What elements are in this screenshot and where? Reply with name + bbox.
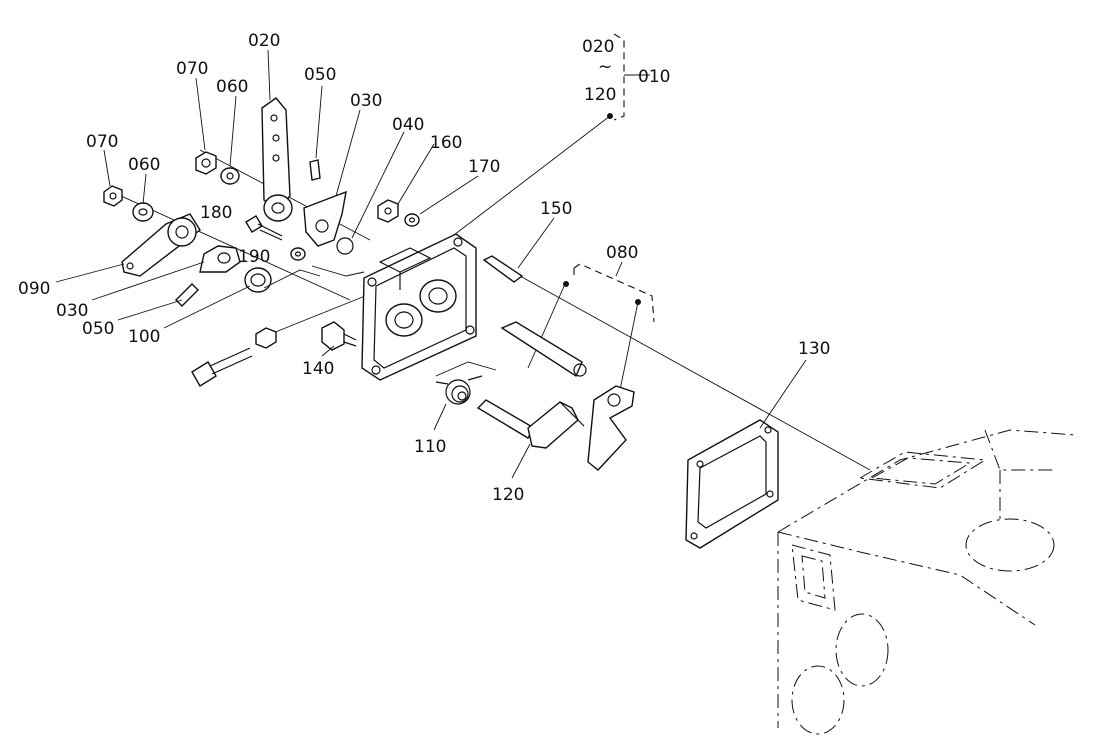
lever-030-lower: [199, 245, 241, 273]
leader-lines: [55, 49, 807, 479]
nut-070-lower: [103, 185, 123, 207]
nut-160: [377, 199, 399, 223]
label-030-upper: 030: [350, 91, 382, 111]
spring-110: [435, 375, 483, 405]
label-assembly-tilde: ~: [598, 57, 612, 77]
label-120: 120: [492, 485, 524, 505]
label-030-lower: 030: [56, 301, 88, 321]
bolt-140: [321, 321, 357, 351]
adjust-screw: [191, 327, 277, 387]
label-050-upper: 050: [304, 65, 336, 85]
label-070-lower: 070: [86, 132, 118, 152]
lever-030-upper: [303, 190, 347, 247]
lever-090: [121, 213, 201, 277]
label-060-lower: 060: [128, 155, 160, 175]
label-130: 130: [798, 339, 830, 359]
label-070-upper: 070: [176, 59, 208, 79]
callout-labels: 070 060 020 050 030 040 160 170 070 060 …: [18, 31, 830, 505]
label-100: 100: [128, 327, 160, 347]
label-090: 090: [18, 279, 50, 299]
label-050-lower: 050: [82, 319, 114, 339]
label-080: 080: [606, 243, 638, 263]
label-160: 160: [430, 133, 462, 153]
assembly-010-bracket: [607, 33, 650, 121]
shaft-120: [476, 399, 585, 449]
governor-cover: [361, 233, 477, 381]
washer-190: [290, 247, 306, 261]
bracket-lines: [263, 265, 497, 377]
label-150: 150: [540, 199, 572, 219]
bolt-180: [245, 215, 283, 241]
lever-080: [587, 385, 635, 471]
pin-050-upper: [309, 159, 321, 181]
washer-060-lower: [132, 202, 154, 222]
label-060-upper: 060: [216, 77, 248, 97]
washer-060-upper: [220, 167, 240, 185]
stud-150: [482, 255, 524, 283]
label-190: 190: [238, 247, 270, 267]
label-170: 170: [468, 157, 500, 177]
shaft-upper: [500, 321, 587, 378]
label-110: 110: [414, 437, 446, 457]
label-180: 180: [200, 203, 232, 223]
lever-020: [261, 97, 293, 222]
engine-block: [777, 429, 1076, 735]
seal-100: [244, 267, 272, 293]
label-assembly-from: 020: [582, 37, 614, 57]
label-040: 040: [392, 115, 424, 135]
group-080-bracket: [563, 263, 655, 323]
pin-050-lower: [175, 283, 199, 307]
washer-170: [404, 213, 420, 227]
label-assembly-010: 010: [638, 67, 670, 87]
label-020: 020: [248, 31, 280, 51]
gasket-part-130: [685, 419, 779, 549]
nut-070-upper: [195, 151, 217, 175]
label-assembly-to: 120: [584, 85, 616, 105]
o-ring-040: [336, 237, 354, 255]
label-140: 140: [302, 359, 334, 379]
